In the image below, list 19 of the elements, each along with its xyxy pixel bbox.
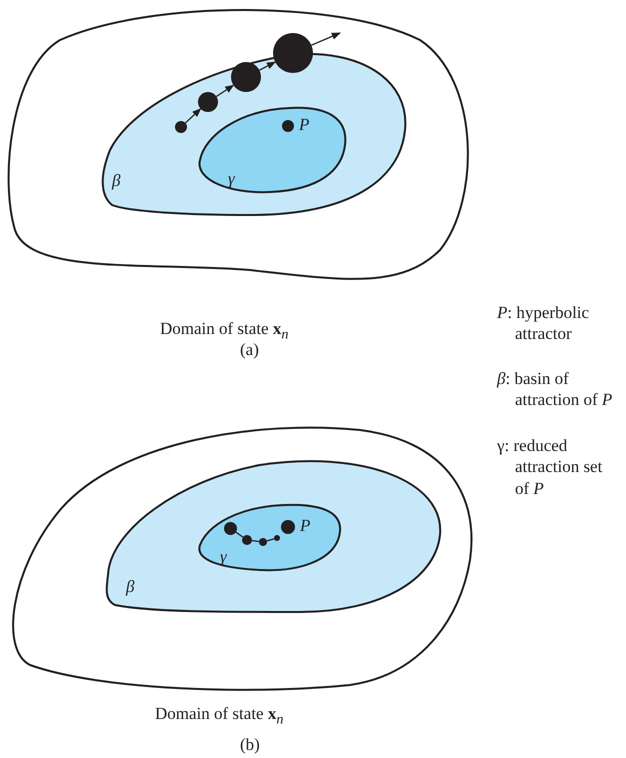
region-label: β bbox=[126, 578, 134, 595]
arrow bbox=[311, 32, 341, 46]
point-label: P bbox=[300, 517, 310, 534]
point-label: P bbox=[299, 116, 310, 133]
connector-line bbox=[266, 538, 274, 542]
definition-text: γ: reduced attraction set of P bbox=[497, 435, 604, 499]
connector-line bbox=[252, 540, 260, 542]
region-label: γ bbox=[228, 170, 235, 187]
connector-line bbox=[234, 531, 244, 538]
panel-label: (a) bbox=[240, 340, 259, 360]
panel-label: (b) bbox=[240, 735, 260, 755]
arrow bbox=[259, 62, 276, 71]
region-label: β bbox=[112, 172, 120, 189]
definition-text: β: basin of attraction of P bbox=[497, 368, 614, 410]
heading-text: Domain of state x$_{n}$ bbox=[160, 320, 288, 342]
heading-text: Domain of state x$_{n}$ bbox=[155, 705, 284, 727]
definition-text: P: hyperbolic attractor bbox=[497, 302, 590, 344]
arrow bbox=[184, 108, 202, 124]
arrow bbox=[216, 84, 234, 98]
